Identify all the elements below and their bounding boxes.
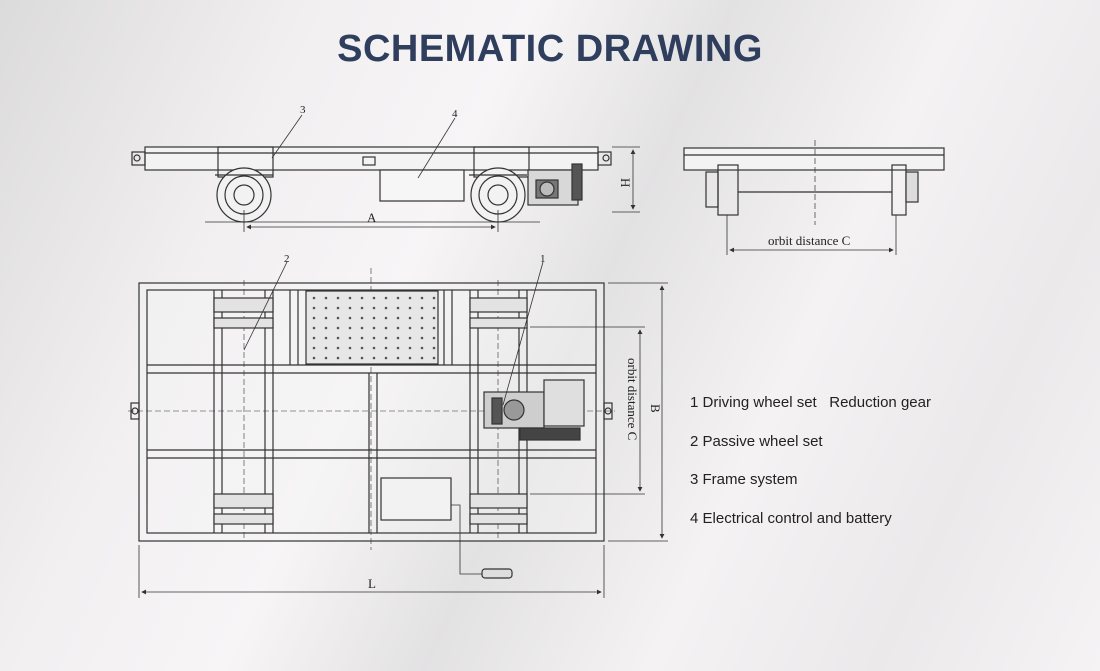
plate-perforation xyxy=(360,356,364,360)
plate-perforation xyxy=(432,356,436,360)
plate-perforation xyxy=(324,306,328,310)
plate-perforation xyxy=(420,296,424,300)
plate-perforation xyxy=(348,326,352,330)
plate-perforation xyxy=(324,346,328,350)
plate-perforation xyxy=(336,336,340,340)
plate-perforation xyxy=(348,336,352,340)
end-view xyxy=(683,140,945,255)
plate-perforation xyxy=(312,346,316,350)
legend-item-frame-system: 3 Frame system xyxy=(690,471,798,488)
legend-item-driving-wheel: 1 Driving wheel set Reduction gear xyxy=(690,394,931,411)
plate-perforation xyxy=(420,326,424,330)
plate-perforation xyxy=(384,296,388,300)
plate-perforation xyxy=(360,346,364,350)
side-drive-unit xyxy=(527,163,583,206)
dim-b-label: B xyxy=(648,404,663,413)
plate-perforation xyxy=(336,316,340,320)
dim-l-label: L xyxy=(368,576,376,591)
dim-h-label: H xyxy=(618,178,633,187)
plate-perforation xyxy=(408,346,412,350)
callout-2-plan: 2 xyxy=(284,253,290,265)
plate-perforation xyxy=(312,356,316,360)
plate-perforation xyxy=(324,326,328,330)
plate-perforation xyxy=(372,326,376,330)
plate-perforation xyxy=(372,356,376,360)
plate-perforation xyxy=(336,356,340,360)
plan-drive-unit xyxy=(483,379,585,441)
plate-perforation xyxy=(348,356,352,360)
plate-perforation xyxy=(432,326,436,330)
plate-perforation xyxy=(396,306,400,310)
plate-perforation xyxy=(360,336,364,340)
plate-perforation xyxy=(420,306,424,310)
plate-perforation xyxy=(384,326,388,330)
orbit-distance-end-label: orbit distance C xyxy=(768,233,850,248)
callout-3-side: 3 xyxy=(300,104,306,116)
plate-perforation xyxy=(336,306,340,310)
plate-perforation xyxy=(360,316,364,320)
legend-item-electrical-control: 4 Electrical control and battery xyxy=(690,509,892,527)
parts-legend: 1 Driving wheel set Reduction gear 2 Pas… xyxy=(690,394,931,548)
plate-perforation xyxy=(396,336,400,340)
plate-perforation xyxy=(420,356,424,360)
plate-perforation xyxy=(420,316,424,320)
plate-perforation xyxy=(372,306,376,310)
plate-perforation xyxy=(384,336,388,340)
plate-perforation xyxy=(432,336,436,340)
plate-perforation xyxy=(384,316,388,320)
plate-perforation xyxy=(408,356,412,360)
plate-perforation xyxy=(360,296,364,300)
plate-perforation xyxy=(432,316,436,320)
plate-perforation xyxy=(396,346,400,350)
plate-perforation xyxy=(396,356,400,360)
plan-view xyxy=(128,261,668,598)
plate-perforation xyxy=(324,296,328,300)
plate-perforation xyxy=(312,336,316,340)
plate-perforation xyxy=(348,316,352,320)
plate-perforation xyxy=(312,306,316,310)
plate-perforation xyxy=(336,326,340,330)
plate-perforation xyxy=(348,346,352,350)
side-view xyxy=(131,114,640,232)
plate-perforation xyxy=(324,356,328,360)
plate-perforation xyxy=(408,336,412,340)
plate-perforation xyxy=(384,356,388,360)
orbit-distance-plan-label: orbit distance C xyxy=(625,358,640,440)
page-title: SCHEMATIC DRAWING xyxy=(337,28,763,70)
plate-perforation xyxy=(396,316,400,320)
plate-perforation xyxy=(336,346,340,350)
plate-perforation xyxy=(420,346,424,350)
plate-perforation xyxy=(372,346,376,350)
plate-perforation xyxy=(360,306,364,310)
dim-a-label: A xyxy=(367,210,377,225)
plate-perforation xyxy=(336,296,340,300)
plate-perforation xyxy=(408,306,412,310)
plate-perforation xyxy=(408,296,412,300)
plate-perforation xyxy=(432,346,436,350)
plate-perforation xyxy=(312,316,316,320)
plate-perforation xyxy=(408,326,412,330)
plate-perforation xyxy=(384,346,388,350)
plate-perforation xyxy=(324,336,328,340)
plate-perforation xyxy=(348,296,352,300)
callout-4-side: 4 xyxy=(452,108,458,120)
plate-perforation xyxy=(312,326,316,330)
plate-perforation xyxy=(408,316,412,320)
callout-1-plan: 1 xyxy=(540,253,546,265)
plate-perforation xyxy=(372,316,376,320)
plate-perforation xyxy=(348,306,352,310)
plate-perforation xyxy=(396,326,400,330)
plate-perforation xyxy=(432,306,436,310)
plate-perforation xyxy=(384,306,388,310)
plate-perforation xyxy=(372,336,376,340)
plate-perforation xyxy=(420,336,424,340)
plate-perforation xyxy=(432,296,436,300)
plate-perforation xyxy=(360,326,364,330)
plate-perforation xyxy=(324,316,328,320)
plate-perforation xyxy=(312,296,316,300)
legend-item-passive-wheel: 2 Passive wheel set xyxy=(690,432,823,450)
plate-perforation xyxy=(396,296,400,300)
plate-perforation xyxy=(372,296,376,300)
